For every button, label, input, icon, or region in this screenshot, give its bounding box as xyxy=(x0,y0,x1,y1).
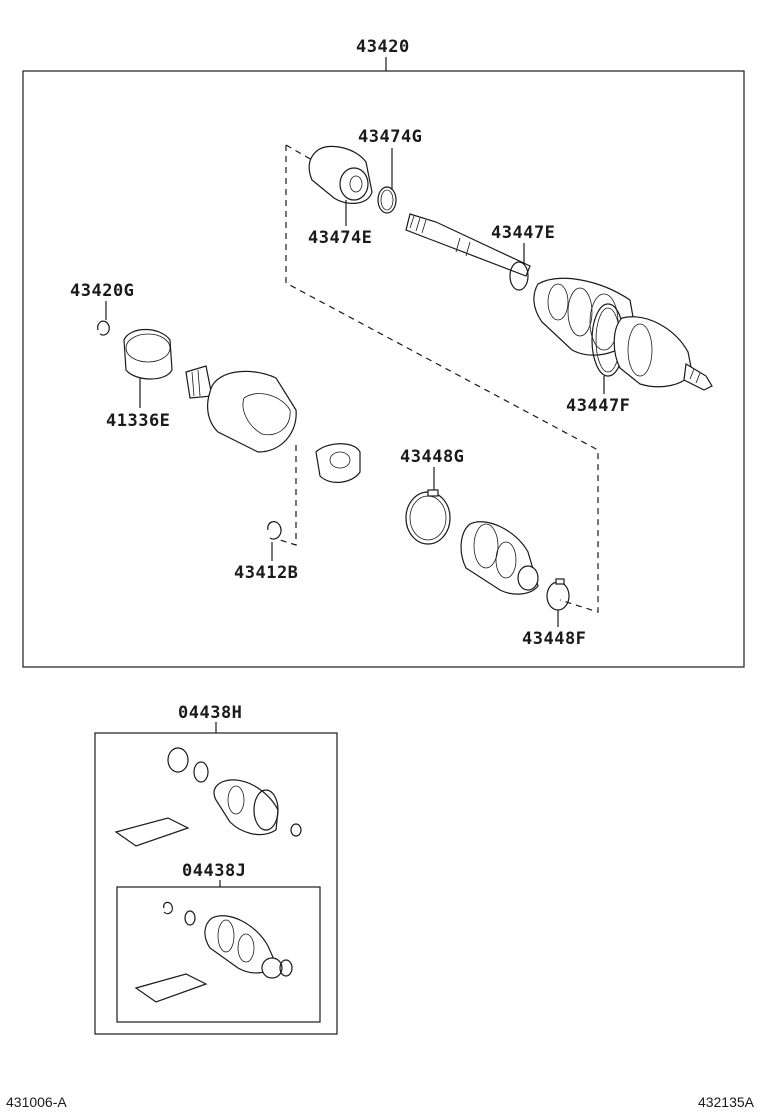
part-43447E-clamp[interactable] xyxy=(509,261,529,291)
part-drive-shaft[interactable] xyxy=(405,213,531,277)
label-43448G[interactable]: 43448G xyxy=(400,447,464,467)
tripod-dashed-line xyxy=(279,445,297,546)
kit-j-snap-ring xyxy=(163,901,173,915)
kit-j-clamp-small xyxy=(184,910,196,926)
main-assembly-group: 43420 xyxy=(22,37,745,668)
main-assembly-frame xyxy=(22,70,745,668)
part-tripod[interactable] xyxy=(315,443,361,483)
kit-04438H-group: 04438H xyxy=(94,703,338,1035)
label-43447F[interactable]: 43447F xyxy=(566,396,630,416)
label-43448F[interactable]: 43448F xyxy=(522,629,586,649)
kit-j-grease-pack xyxy=(134,973,208,1003)
label-43447E[interactable]: 43447E xyxy=(491,223,555,243)
label-41336E[interactable]: 41336E xyxy=(106,411,170,431)
part-43448F-clamp[interactable] xyxy=(546,578,570,611)
kit-h-boot xyxy=(213,779,279,836)
kit-04438J-group: 04438J xyxy=(116,861,321,1023)
footer-left-code: 431006-A xyxy=(6,1094,67,1110)
footer-right-code: 432135A xyxy=(698,1094,755,1110)
part-43474E-boot[interactable] xyxy=(308,145,373,204)
label-04438J[interactable]: 04438J xyxy=(182,861,246,881)
kit-h-grease-pack xyxy=(114,817,190,847)
label-43474E[interactable]: 43474E xyxy=(308,228,372,248)
part-43420G-snap-ring[interactable] xyxy=(97,320,110,336)
kit-04438H-frame xyxy=(94,732,338,1035)
kit-h-clamp-small xyxy=(193,761,209,783)
label-04438H[interactable]: 04438H xyxy=(178,703,242,723)
part-43448G-clamp[interactable] xyxy=(405,489,451,545)
part-inner-tulip-joint[interactable] xyxy=(185,365,297,453)
assembly-dashed-outline xyxy=(285,145,599,613)
label-43412B[interactable]: 43412B xyxy=(234,563,298,583)
assembly-dashed-top xyxy=(285,144,313,161)
part-43412B-snap-ring[interactable] xyxy=(267,521,282,540)
label-43420G[interactable]: 43420G xyxy=(70,281,134,301)
part-43474G-clamp[interactable] xyxy=(377,186,397,214)
label-43474G[interactable]: 43474G xyxy=(358,127,422,147)
kit-h-clamp-large xyxy=(167,747,189,773)
part-inner-boot[interactable] xyxy=(460,521,539,595)
kit-04438J-frame xyxy=(116,886,321,1023)
kit-h-snap-ring xyxy=(290,823,302,837)
part-outer-cv-joint[interactable] xyxy=(613,316,713,391)
kit-j-boot xyxy=(204,915,293,979)
label-43420[interactable]: 43420 xyxy=(356,37,410,57)
part-41336E-deflector[interactable] xyxy=(123,328,173,380)
